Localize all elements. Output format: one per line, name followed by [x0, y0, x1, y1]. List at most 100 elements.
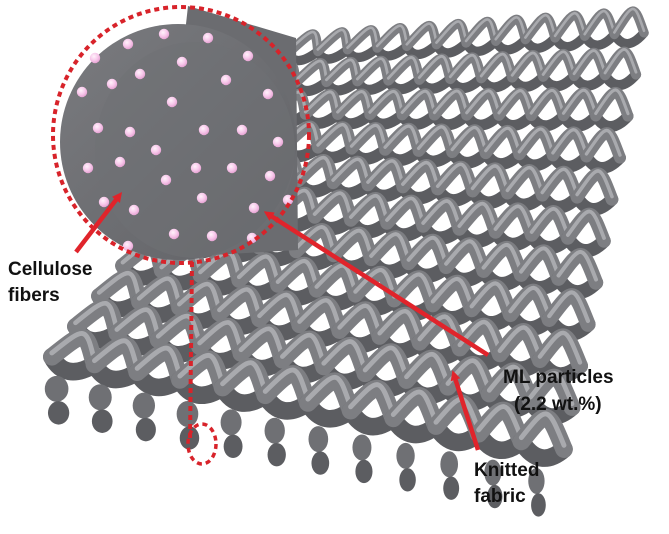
knitted-fabric-arrow: [450, 370, 481, 451]
fiber-inner-section: [95, 42, 295, 258]
yarn-highlight: [510, 51, 545, 77]
yarn-highlight: [484, 126, 521, 154]
yarn-highlight: [465, 89, 501, 115]
ml-particle: [196, 192, 208, 204]
yarn-cut-end: [264, 417, 285, 444]
yarn-highlight: [383, 124, 421, 151]
yarn-highlight: [197, 320, 244, 353]
yarn-cut-end: [440, 451, 459, 478]
yarn-highlight: [497, 325, 543, 359]
yarn-highlight: [321, 339, 368, 373]
yarn-highlight: [421, 199, 462, 228]
label-knitted-line1: Knitted: [474, 460, 539, 481]
yarn-highlight: [346, 26, 379, 50]
yarn-highlight: [457, 201, 498, 231]
ml-particle: [82, 162, 94, 174]
yarn-cut-end: [396, 442, 415, 469]
yarn-cut-end: [179, 426, 200, 450]
label-cellulose-line1: Cellulose: [8, 259, 92, 280]
yarn-highlight: [556, 250, 599, 282]
yarn-highlight: [553, 12, 587, 38]
yarn-cut-end: [44, 375, 69, 402]
yarn-highlight: [96, 271, 142, 301]
yarn-highlight: [217, 287, 262, 319]
yarn-highlight: [316, 28, 349, 51]
label-knitted-line2: fabric: [474, 486, 526, 507]
magnified-fiber-cross-section: [51, 5, 311, 265]
ml-particle: [114, 156, 126, 168]
ml-particle: [202, 32, 214, 44]
yarn-highlight: [294, 225, 336, 254]
label-ml-line2: (2.2 wt.%): [514, 394, 602, 415]
yarn-cut-end: [352, 434, 372, 461]
yarn-highlight: [584, 129, 622, 157]
ml-particle: [166, 96, 178, 108]
ml-particle: [128, 204, 140, 216]
yarn-highlight: [464, 18, 498, 43]
yarn-highlight: [114, 307, 161, 339]
yarn-highlight: [92, 338, 140, 371]
yarn-highlight: [519, 246, 561, 278]
yarn-cut-end: [176, 400, 199, 427]
yarn-highlight: [479, 52, 514, 78]
yarn-highlight: [368, 90, 404, 114]
yarn-highlight: [297, 298, 342, 330]
ml-particle: [176, 56, 188, 68]
yarn-highlight: [537, 330, 583, 365]
yarn-cut-end: [443, 476, 460, 500]
yarn-highlight: [430, 276, 474, 309]
yarn-cut-end: [132, 392, 156, 419]
ml-particle: [122, 240, 134, 252]
yarn-highlight: [386, 56, 421, 80]
ml-particles-arrow: [263, 211, 490, 357]
yarn-highlight: [377, 309, 422, 342]
ml-particle: [248, 202, 260, 214]
yarn-highlight: [348, 382, 396, 417]
yarn-cut-end: [531, 493, 546, 517]
ml-particle: [158, 28, 170, 40]
yarn-highlight: [450, 126, 488, 153]
yarn-loop: [609, 6, 649, 40]
yarn-highlight: [220, 360, 268, 394]
ml-particle: [262, 88, 274, 100]
ml-particle: [236, 124, 248, 136]
yarn-cut-end: [399, 468, 416, 492]
yarn-highlight: [390, 389, 439, 425]
yarn-highlight: [355, 57, 390, 81]
ml-particle: [89, 52, 101, 64]
ml-particle: [190, 162, 202, 174]
yarn-highlight: [476, 404, 524, 441]
yarn-highlight: [262, 367, 311, 402]
label-ml-line1: ML particles: [503, 367, 614, 388]
yarn-cut-end: [223, 434, 243, 459]
ml-particle: [242, 50, 254, 62]
yarn-highlight: [349, 123, 387, 149]
yarn-highlight: [613, 7, 646, 34]
yarn-highlight: [444, 239, 486, 270]
yarn-highlight: [236, 254, 280, 285]
yarn-highlight: [312, 191, 353, 219]
yarn-highlight: [136, 276, 182, 307]
yarn-highlight: [336, 90, 372, 114]
yarn-highlight: [518, 411, 567, 448]
yarn-cut-end: [528, 467, 545, 494]
yarn-highlight: [369, 232, 411, 262]
yarn-highlight: [508, 285, 552, 319]
cellulose-arrow: [74, 192, 123, 254]
yarn-highlight: [362, 345, 409, 380]
yarn-highlight: [528, 371, 575, 407]
yarn-highlight: [551, 128, 589, 156]
yarn-highlight: [517, 127, 555, 155]
yarn-highlight: [353, 267, 397, 299]
yarn-highlight: [316, 123, 354, 148]
yarn-highlight: [603, 48, 638, 75]
yarn-highlight: [529, 207, 570, 237]
yarn-highlight: [493, 204, 534, 234]
yarn-highlight: [448, 53, 483, 79]
yarn-highlight: [404, 352, 451, 386]
yarn-highlight: [524, 14, 557, 39]
yarn-highlight: [565, 209, 606, 240]
yarn-highlight: [294, 59, 328, 82]
yarn-highlight: [177, 281, 222, 313]
